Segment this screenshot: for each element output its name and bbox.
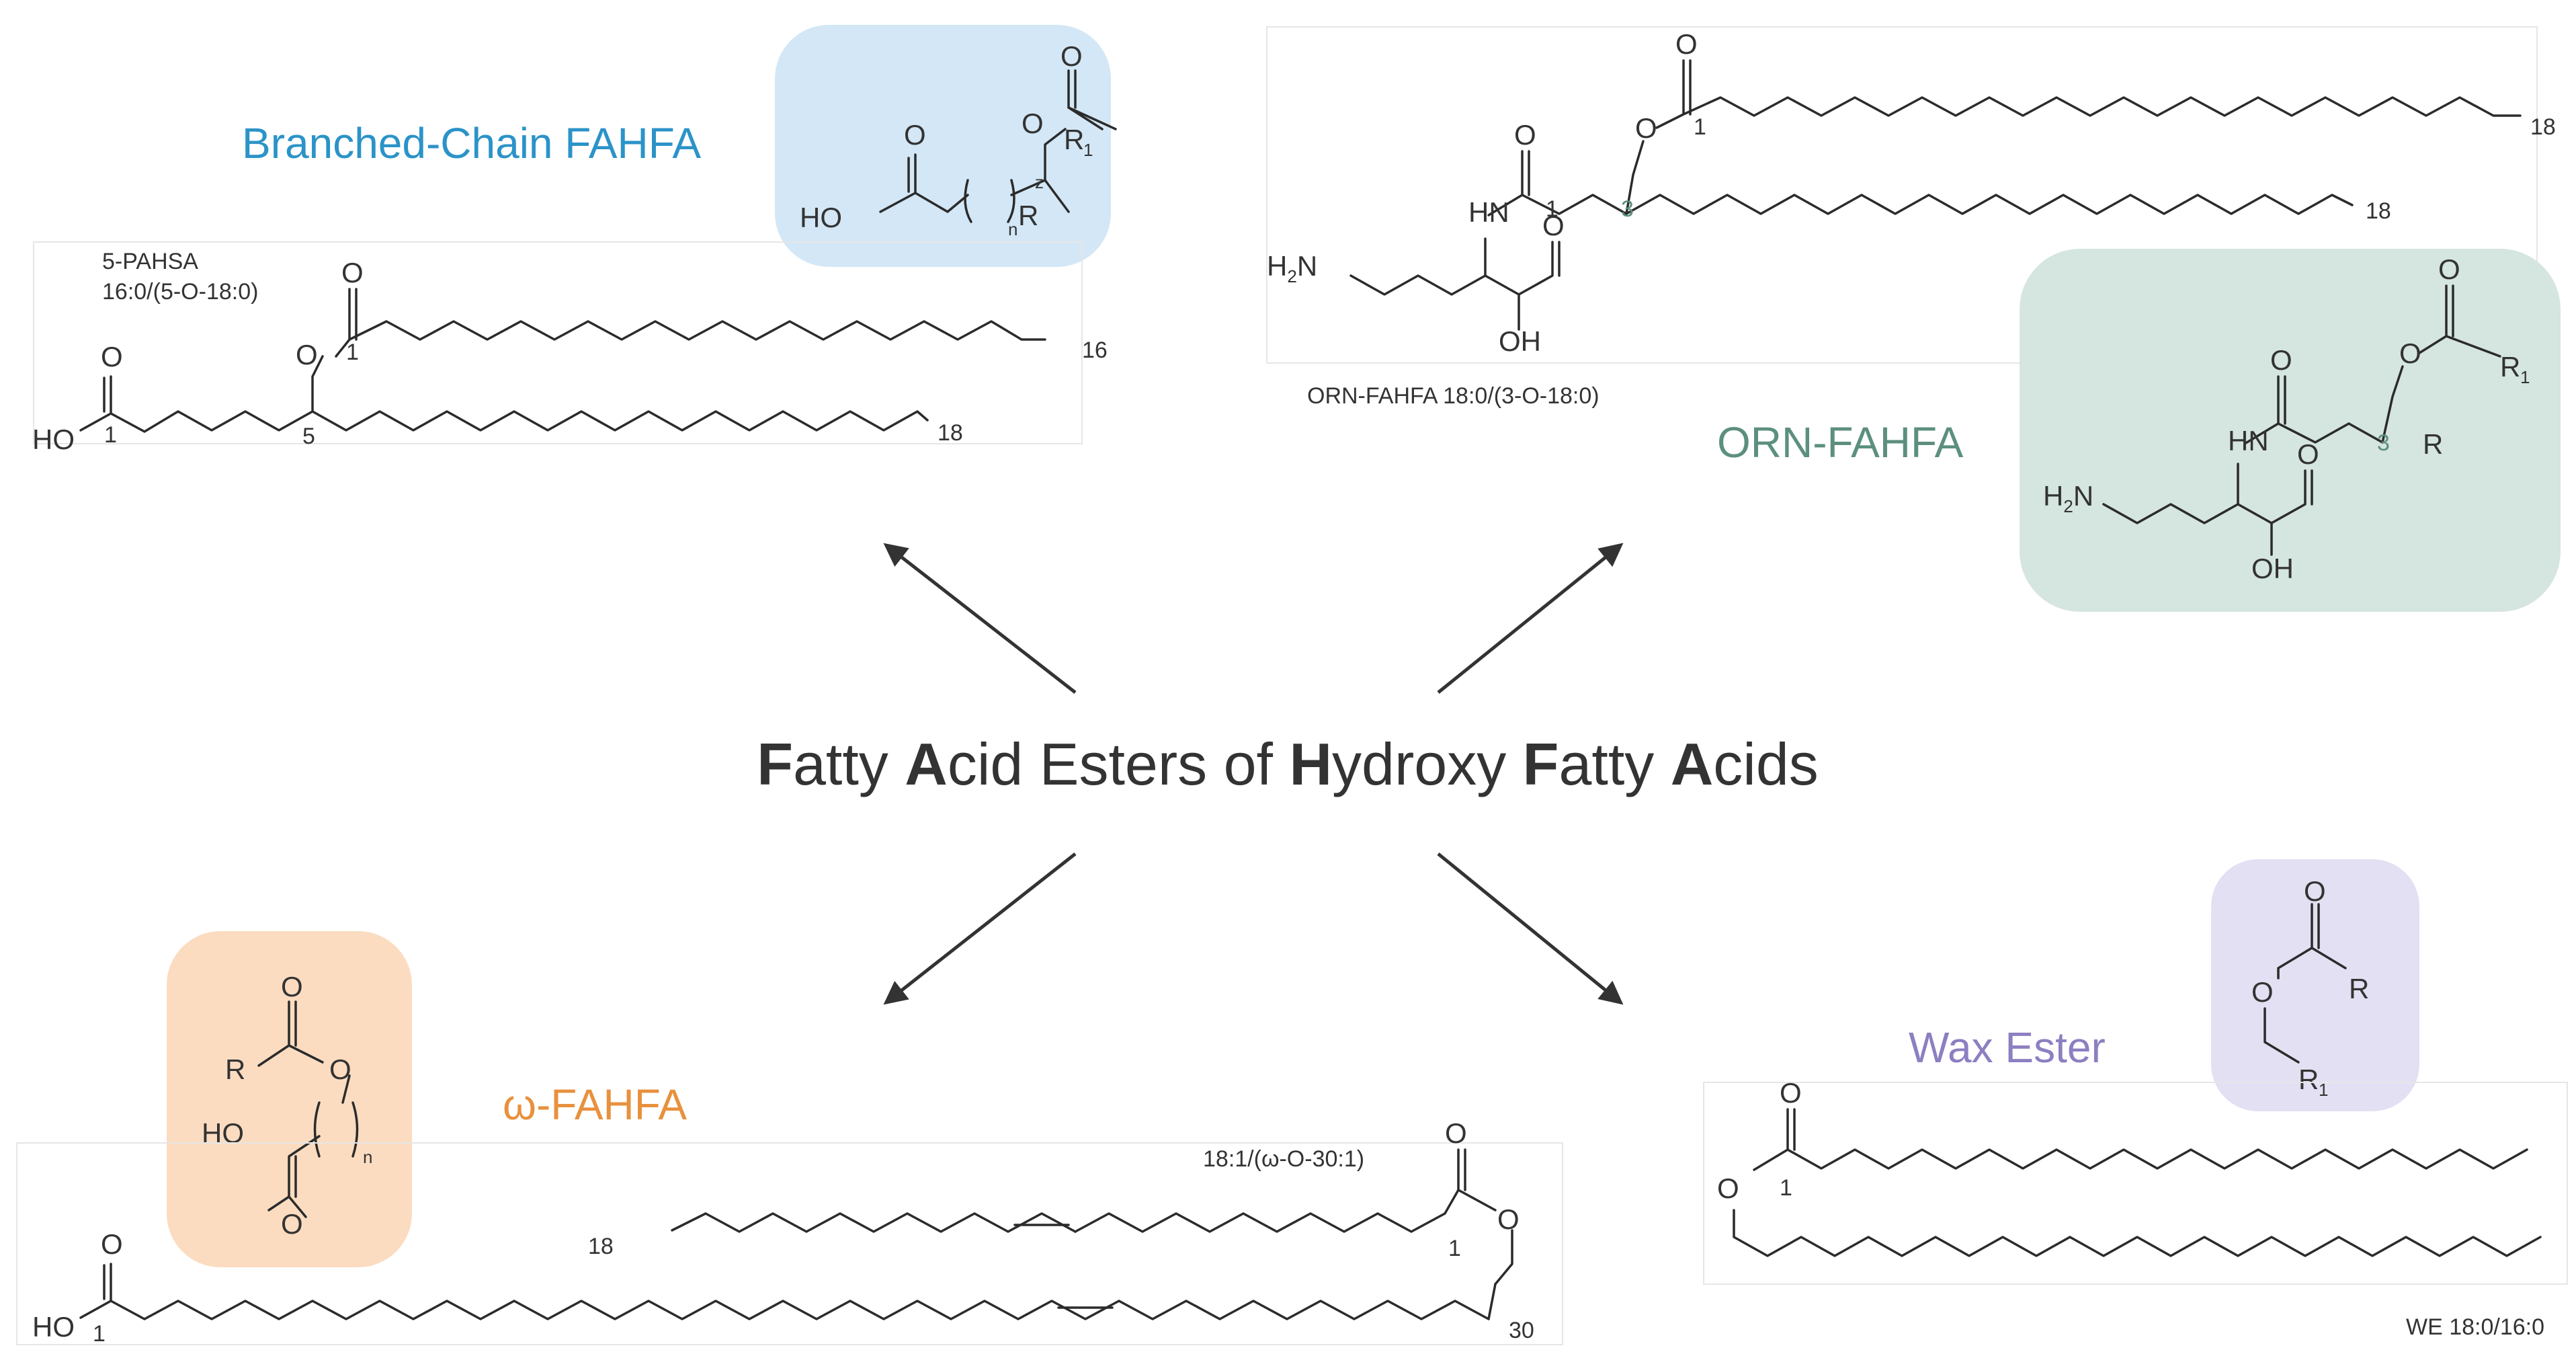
carbon-3: 3 <box>2377 430 2390 456</box>
atom-o: O <box>296 339 318 370</box>
carbon-1: 1 <box>1780 1175 1792 1201</box>
wax-ester-section: Wax Ester O O R R 1 O O 1 WE 18:0/16:0 <box>1703 859 2568 1340</box>
omega-fahfa-label: ω-FAHFA <box>503 1080 687 1129</box>
wax-structure-drawing <box>2263 903 2347 1064</box>
atom-ho: HO <box>202 1117 244 1149</box>
atom-o: O <box>341 257 364 288</box>
orn-example-notation: ORN-FAHFA 18:0/(3-O-18:0) <box>1307 383 1599 409</box>
arrow-to-orn <box>1437 543 1624 694</box>
branched-chain-structure-drawing <box>879 69 1117 223</box>
orn-general-h2n: H2N <box>2043 480 2093 516</box>
orn-fahfa-section: H2N HN O O OH O O 1 1 3 18 18 ORN-FAHFA … <box>1266 26 2561 612</box>
arrow-to-omega <box>883 852 1077 1005</box>
atom-o: O <box>1635 112 1657 144</box>
atom-o: O <box>281 971 303 1002</box>
atom-r1: R <box>2298 1064 2319 1095</box>
atom-o: O <box>281 1208 303 1240</box>
carbon-16: 16 <box>1082 337 1108 363</box>
atom-r1-sub: 1 <box>2520 367 2530 387</box>
orn-example-structure-drawing <box>1349 59 2522 331</box>
carbon-18: 18 <box>2530 114 2556 140</box>
branched-chain-general-structure <box>775 25 1111 267</box>
atom-r: R <box>2423 428 2443 460</box>
arrows <box>883 543 1624 1005</box>
atom-ho: HO <box>32 424 75 455</box>
atom-ho: HO <box>800 202 842 233</box>
carbon-1: 1 <box>104 422 117 448</box>
carbon-1: 1 <box>1694 114 1706 140</box>
repeat-n: n <box>363 1147 372 1167</box>
carbon-1: 1 <box>1448 1236 1461 1261</box>
carbon-5: 5 <box>302 424 315 449</box>
wax-example-structure-drawing <box>1733 1108 2542 1257</box>
atom-o: O <box>2270 344 2292 376</box>
atom-o: O <box>101 341 123 372</box>
atom-o: O <box>1780 1077 1802 1109</box>
atom-o: O <box>1717 1172 1739 1204</box>
pahsa-notation: 16:0/(5-O-18:0) <box>102 279 258 305</box>
pahsa-frame <box>33 241 1083 444</box>
atom-o: O <box>2251 976 2274 1008</box>
atom-r1: R <box>1064 124 1084 155</box>
wax-ester-label: Wax Ester <box>1909 1023 2106 1072</box>
atom-r1-sub: 1 <box>1083 140 1093 160</box>
carbon-1: 1 <box>346 340 359 365</box>
omega-structure-drawing <box>257 1000 359 1218</box>
atom-o: O <box>101 1228 123 1260</box>
orn-structure-drawing <box>2102 284 2501 556</box>
omega-example-structure-drawing <box>79 1148 1513 1320</box>
atom-r: R <box>225 1053 245 1085</box>
arrow-to-wax <box>1437 852 1624 1005</box>
atom-o: O <box>2399 337 2421 369</box>
orn-h2n-label: H2N <box>1267 250 1317 286</box>
pahsa-name: 5-PAHSA <box>102 249 198 274</box>
atom-ho: HO <box>32 1311 75 1343</box>
atom-r: R <box>1018 200 1038 231</box>
atom-oh: OH <box>1499 325 1541 357</box>
pahsa-structure-drawing <box>79 288 1046 433</box>
orn-example-frame <box>1266 26 2538 364</box>
atom-o: O <box>1675 28 1698 60</box>
position-z: z <box>1035 172 1044 192</box>
atom-o: O <box>1445 1117 1467 1149</box>
atom-r1-sub: 1 <box>2319 1080 2328 1100</box>
omega-general-structure <box>167 931 412 1267</box>
omega-fahfa-section: R O O HO O n ω-FAHFA 18:1/(ω-O-30:1) HO … <box>16 931 1563 1347</box>
atom-o: O <box>1497 1203 1520 1235</box>
carbon-3: 3 <box>1621 196 1634 222</box>
arrow-to-branched <box>883 543 1077 694</box>
wax-notation: WE 18:0/16:0 <box>2406 1314 2544 1340</box>
atom-r1: R <box>2500 351 2520 383</box>
atom-o: O <box>1542 210 1565 241</box>
atom-o: O <box>1061 40 1083 72</box>
wax-example-frame <box>1703 1082 2568 1285</box>
orn-fahfa-label: ORN-FAHFA <box>1717 418 1964 467</box>
carbon-30: 30 <box>1509 1318 1534 1343</box>
atom-hn: HN <box>1468 196 1509 228</box>
repeat-n: n <box>1008 219 1017 239</box>
omega-example-frame <box>16 1142 1563 1345</box>
carbon-18: 18 <box>2366 198 2391 224</box>
carbon-18: 18 <box>938 420 963 446</box>
branched-chain-section: Branched-Chain FAHFA HO O O O R 1 R n z … <box>32 25 1117 455</box>
carbon-1: 1 <box>93 1321 106 1347</box>
atom-o: O <box>904 119 926 151</box>
carbon-18: 18 <box>588 1234 614 1259</box>
atom-hn: HN <box>2228 425 2269 456</box>
atom-o: O <box>329 1053 351 1085</box>
atom-o: O <box>1022 108 1044 139</box>
atom-o: O <box>2438 253 2460 285</box>
atom-o: O <box>2297 438 2319 470</box>
atom-o: O <box>2304 875 2326 907</box>
atom-oh: OH <box>2251 553 2294 584</box>
carbon-1: 1 <box>1546 196 1559 222</box>
atom-r: R <box>2349 973 2369 1004</box>
omega-notation: 18:1/(ω-O-30:1) <box>1203 1146 1364 1172</box>
main-title: Fatty Acid Esters of Hydroxy Fatty Acids <box>757 731 1819 797</box>
atom-o: O <box>1514 119 1536 151</box>
wax-general-structure <box>2211 859 2419 1111</box>
branched-chain-label: Branched-Chain FAHFA <box>242 119 701 167</box>
